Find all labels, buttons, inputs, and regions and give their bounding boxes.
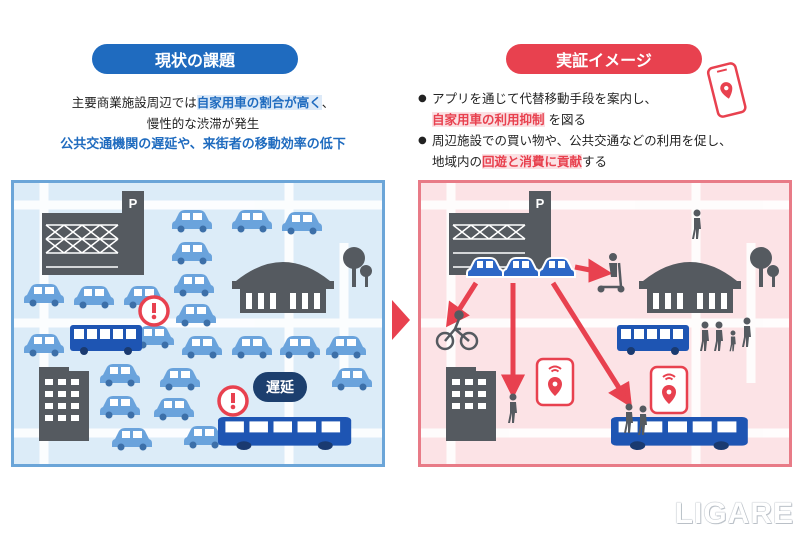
bullet-dot-icon: ● (418, 135, 427, 146)
mobility-scene: P (421, 183, 789, 464)
bullet1-line1: アプリを通じて代替移動手段を案内し、 (432, 91, 658, 106)
demo-description: ● アプリを通じて代替移動手段を案内し、 自家用車の利用抑制 を図る ● 周辺施設で… (418, 88, 788, 172)
bullet2-line1: 周辺施設での買い物や、公共交通などの利用を促し、 (432, 133, 732, 148)
parking-sign: P (536, 196, 545, 211)
phone-map-icon (706, 62, 747, 118)
bullet2-pre: 地域内の (432, 154, 483, 169)
demo-image-title: 実証イメージ (506, 44, 702, 74)
traffic-jam-scene: P (14, 183, 382, 464)
current-issues-description: 主要商業施設周辺では自家用車の割合が高く、 慢性的な渋滞が発生 公共交通機関の遅… (28, 92, 378, 155)
office-building-icon (39, 367, 89, 441)
current-issues-illustration: P (11, 180, 385, 467)
arena-icon (639, 262, 741, 313)
delay-bubble: 遅延 (253, 372, 307, 402)
bullet2-post: する (582, 154, 608, 169)
issue-line1-post: 、 (321, 95, 335, 110)
car-icon (466, 257, 576, 278)
mobility-arrow-icon (446, 258, 633, 408)
sign-kiosk-icon (535, 357, 689, 415)
issue-line1-highlight: 自家用車の割合が高く (196, 95, 322, 110)
arena-icon (232, 262, 334, 313)
issue-line3: 公共交通機関の遅延や、来街者の移動効率の低下 (60, 137, 346, 152)
watermark-logo: LIGARE (674, 497, 794, 530)
tree-icon (750, 247, 779, 287)
bullet1-highlight: 自家用車の利用抑制 (432, 112, 545, 127)
current-issues-title: 現状の課題 (92, 44, 298, 74)
scooter-icon (597, 253, 625, 293)
tree-icon (343, 247, 372, 287)
bullet1-post: を図る (548, 112, 587, 127)
demo-illustration: P (418, 180, 792, 467)
parking-building-icon: P (42, 191, 144, 275)
office-building-icon (446, 367, 496, 441)
bullet2-highlight: 回遊と消費に貢献 (482, 154, 583, 169)
issue-line1-pre: 主要商業施設周辺では (71, 95, 197, 110)
transition-arrow-icon (392, 300, 410, 340)
bicycle-icon (435, 310, 479, 351)
parking-sign: P (129, 196, 138, 211)
issue-line2: 慢性的な渋滞が発生 (146, 116, 260, 131)
bullet-dot-icon: ● (418, 93, 427, 104)
